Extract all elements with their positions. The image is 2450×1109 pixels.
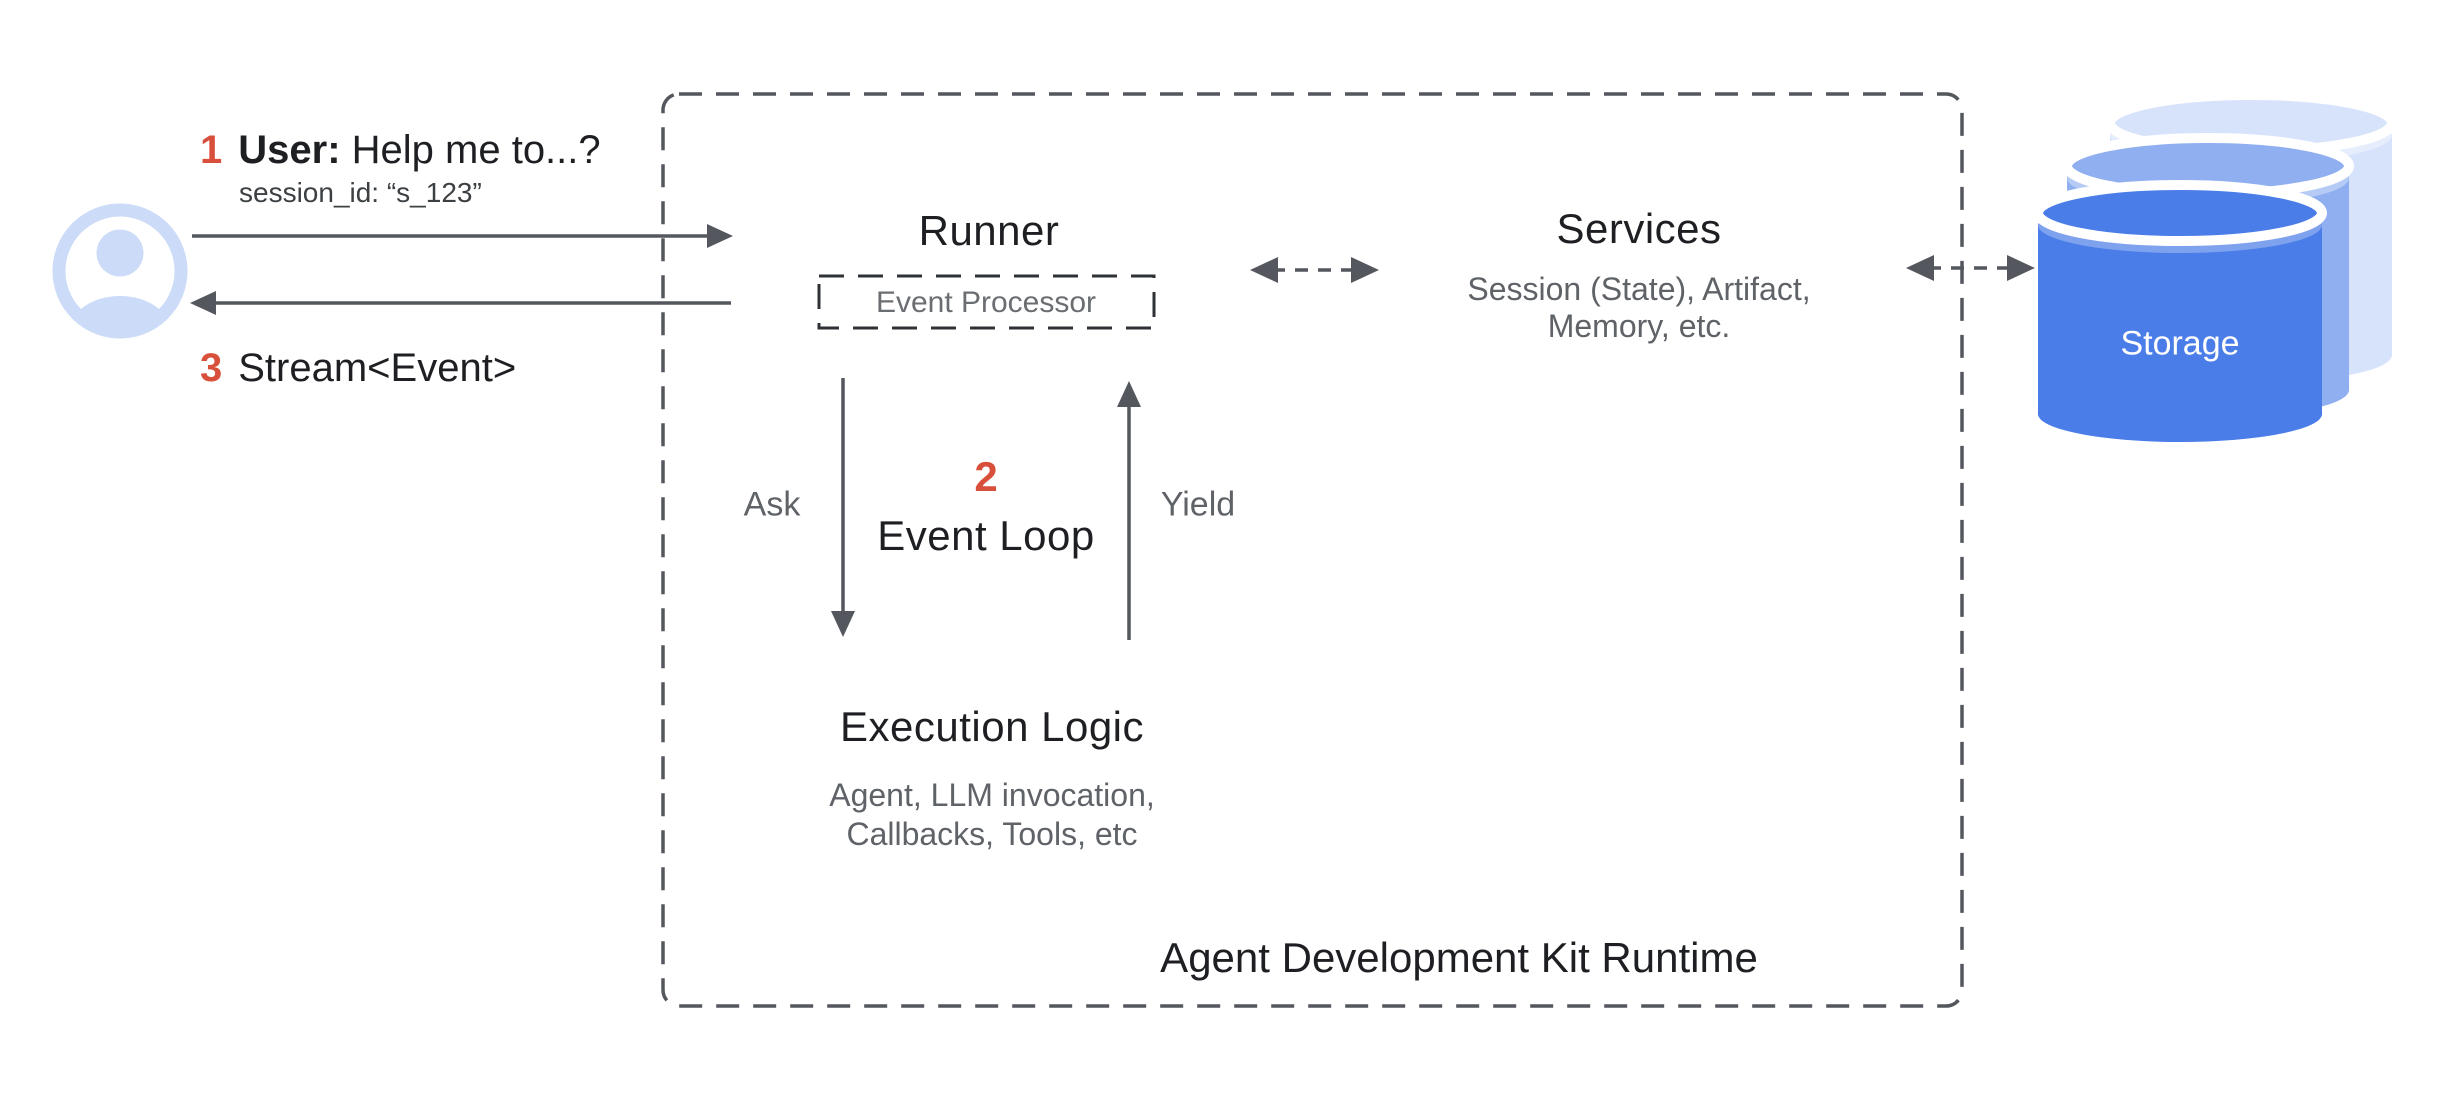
step1-speaker: User: [238,128,341,172]
execution-logic-title: Execution Logic [839,703,1145,750]
execution-subtitle-2: Callbacks, Tools, etc [846,816,1138,852]
step1-label: 1 User: Help me to...? [200,128,601,173]
ask-label: Ask [743,485,801,524]
arrow-user-to-runner [192,224,733,248]
step3-number: 3 [200,346,223,390]
step1-number: 1 [200,128,223,172]
step1-message: Help me to...? [351,128,601,172]
runtime-dashed-border [661,92,1964,1008]
arrow-runner-services [1250,257,1379,283]
services-subtitle-1: Session (State), Artifact, [1467,271,1811,307]
runtime-caption: Agent Development Kit Runtime [1160,934,1758,981]
arrow-ask [831,378,855,637]
user-avatar-icon [52,203,188,339]
event-loop-number: 2 [974,453,998,500]
step3-message: Stream<Event> [238,346,517,390]
step3-label: 3 Stream<Event> [200,346,516,391]
yield-label: Yield [1160,485,1236,524]
storage-label: Storage [2120,324,2240,363]
runner-title: Runner [918,207,1060,254]
arrow-runner-to-user [190,291,731,315]
event-loop-label: Event Loop [877,512,1095,559]
storage-cylinder-front [2033,180,2327,442]
event-processor-label: Event Processor [875,286,1097,319]
execution-subtitle-1: Agent, LLM invocation, [829,777,1155,813]
services-title: Services [1556,205,1722,252]
arrow-yield [1117,381,1141,640]
event-processor-box [817,274,1156,330]
session-id-label: session_id: “s_123” [239,177,482,208]
storage-cylinder-icon [2033,90,2397,442]
services-subtitle-2: Memory, etc. [1547,308,1731,344]
arrow-services-storage [1906,255,2035,281]
